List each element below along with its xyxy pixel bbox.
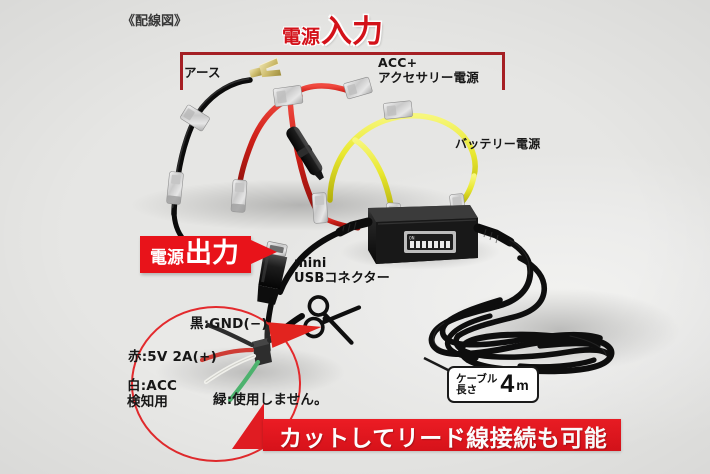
label-earth: アース bbox=[184, 65, 221, 81]
label-black-gnd: 黒:GND(−) bbox=[190, 316, 268, 333]
power-output-label-small: 電源 bbox=[150, 249, 184, 267]
cable-length-value: 4 bbox=[500, 372, 514, 397]
power-input-headline: 電源 入力 bbox=[282, 16, 383, 47]
label-acc-accessory: ACC+ アクセサリー電源 bbox=[378, 55, 479, 86]
cut-lead-banner: カットしてリード線接続も可能 bbox=[263, 419, 622, 453]
cut-lead-banner-text: カットしてリード線接続も可能 bbox=[279, 419, 607, 453]
svg-text:ON: ON bbox=[409, 236, 415, 242]
label-battery-power: バッテリー電源 bbox=[455, 137, 540, 151]
power-input-headline-small: 電源 bbox=[282, 28, 320, 47]
input-section-bracket bbox=[180, 52, 505, 90]
label-red-5v: 赤:5V 2A(+) bbox=[128, 349, 217, 366]
power-input-headline-large: 入力 bbox=[321, 16, 383, 47]
cable-length-bubble: ケーブル 長さ 4 m bbox=[447, 366, 539, 403]
callout-arrow-icon bbox=[251, 240, 277, 264]
cable-length-line2: 長さ bbox=[456, 384, 497, 396]
power-output-label-large: 出力 bbox=[185, 240, 239, 267]
cable-length-unit: m bbox=[516, 377, 528, 393]
banner-arrow-icon bbox=[232, 403, 264, 449]
label-white-acc: 白:ACC 検知用 bbox=[127, 378, 177, 411]
page-title: 《配線図》 bbox=[122, 10, 187, 29]
power-output-callout: 電源 出力 bbox=[140, 236, 277, 273]
scissors-icon bbox=[303, 295, 362, 345]
converter-box: ON bbox=[335, 205, 515, 264]
label-mini-usb-connector: mini USBコネクター bbox=[294, 256, 390, 287]
cable-length-line1: ケーブル bbox=[456, 373, 497, 385]
